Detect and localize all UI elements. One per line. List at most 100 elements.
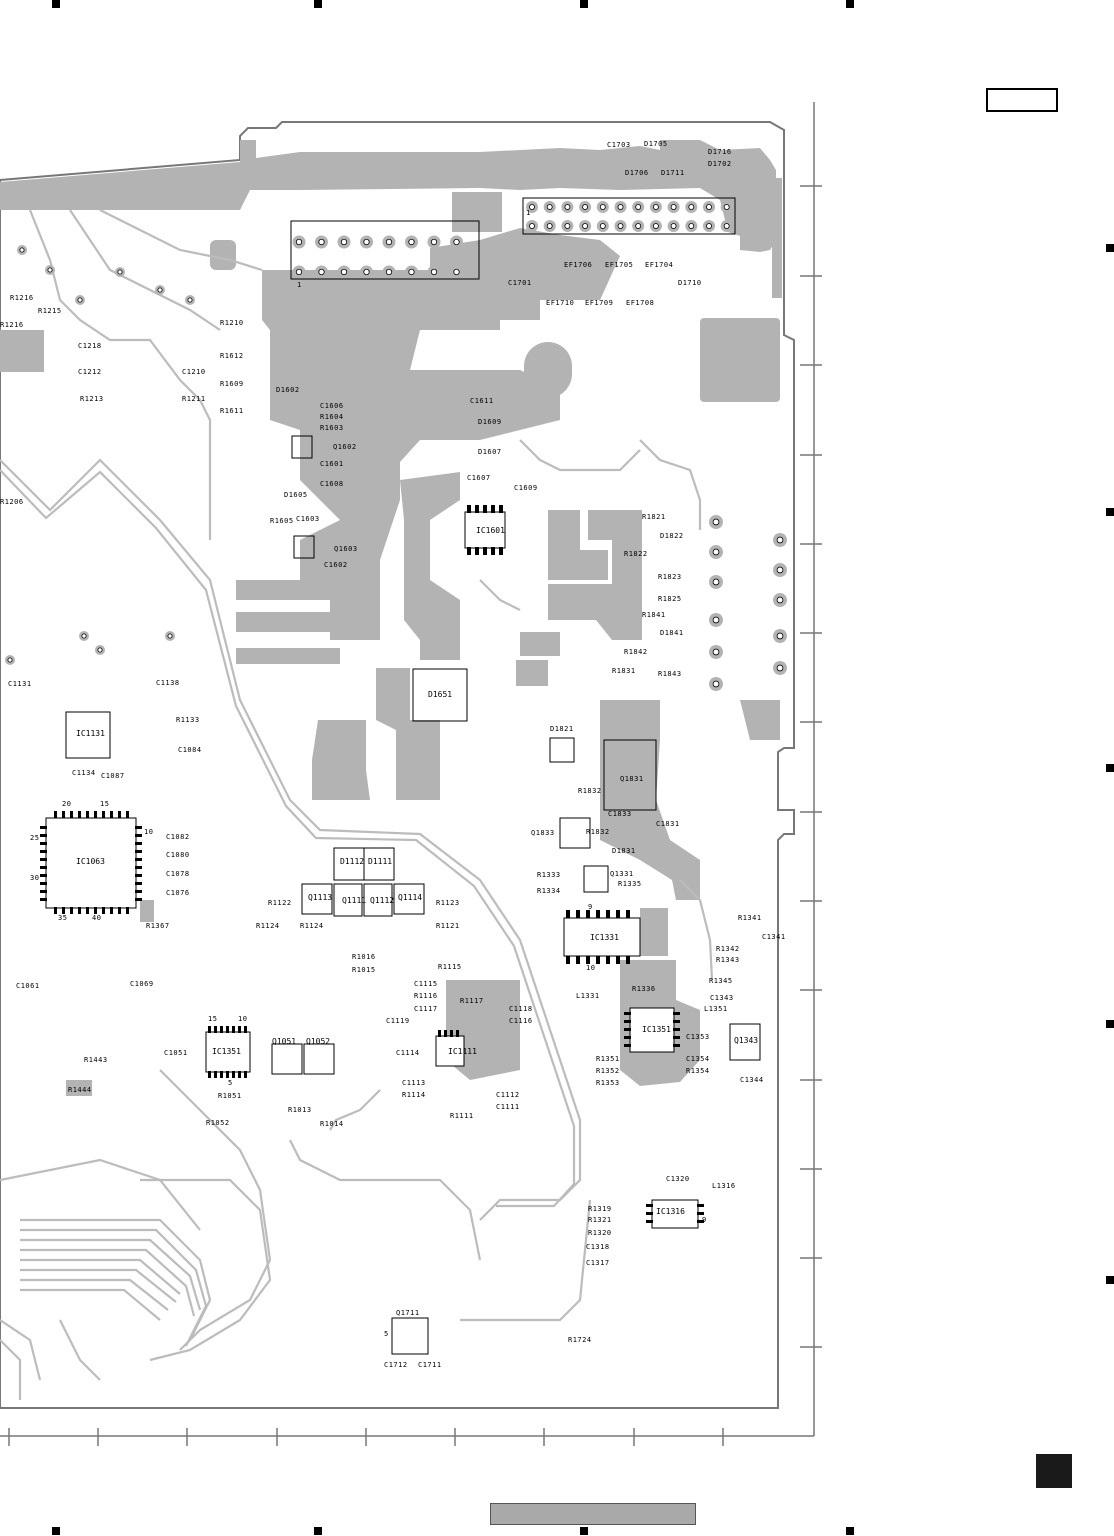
- component-label: R1114: [402, 1091, 426, 1099]
- pad-hole: [712, 548, 720, 556]
- pad-hole: [363, 268, 370, 276]
- pin-number: 30: [30, 874, 39, 882]
- component-label: R1216: [10, 294, 34, 302]
- component-label: C1117: [414, 1005, 438, 1013]
- component-label: C1606: [320, 402, 344, 410]
- component-label: R1832: [586, 828, 610, 836]
- pin-number: 10: [144, 828, 153, 836]
- component-label: D1711: [661, 169, 685, 177]
- component-label: R1843: [658, 670, 682, 678]
- component-label: R1341: [738, 914, 762, 922]
- component-label: R1821: [642, 513, 666, 521]
- component-label: R1117: [460, 997, 484, 1005]
- pad-hole: [408, 238, 415, 246]
- component-label: C1833: [608, 810, 632, 818]
- pad-hole: [430, 268, 438, 276]
- pad-hole: [318, 238, 325, 246]
- pad-hole: [363, 238, 370, 246]
- pin-number: 10: [238, 1015, 247, 1023]
- component-label: C1320: [666, 1175, 690, 1183]
- pad-hole: [385, 268, 393, 276]
- component-label: C1080: [166, 851, 190, 859]
- component-label: D1716: [708, 148, 732, 156]
- component-label: R1014: [320, 1120, 344, 1128]
- component-label: Q1833: [531, 829, 555, 837]
- pad-hole: [617, 204, 624, 210]
- pad-hole: [712, 616, 720, 624]
- connector-cn-top: [290, 197, 736, 280]
- component-label: EF1706: [564, 261, 592, 269]
- pad-hole: [582, 204, 589, 210]
- ic-pins: [40, 505, 704, 1223]
- component-label: R1115: [438, 963, 462, 971]
- component-label: R1213: [80, 395, 104, 403]
- component-label: R1319: [588, 1205, 612, 1213]
- component-label: C1061: [16, 982, 40, 990]
- component-label: C1131: [8, 680, 32, 688]
- pin-number: 1: [526, 209, 531, 217]
- pad-hole: [688, 204, 695, 210]
- ic-packages: [45, 511, 699, 1229]
- pad-hole: [340, 268, 348, 276]
- component-label: R1831: [612, 667, 636, 675]
- component-label: C1831: [656, 820, 680, 828]
- registration-mark: [52, 1527, 60, 1535]
- component-label: R1822: [624, 550, 648, 558]
- component-label: C1134: [72, 769, 96, 777]
- traces: [0, 209, 714, 1362]
- pad-hole: [430, 238, 438, 246]
- pad-hole: [635, 223, 642, 229]
- component-label: D1831: [612, 847, 636, 855]
- ic-label: D1112: [340, 857, 364, 866]
- component-label: R1334: [537, 887, 561, 895]
- pad-hole: [776, 536, 784, 544]
- component-label: R1724: [568, 1336, 592, 1344]
- pin-number: 35: [58, 914, 67, 922]
- ic-label: Q1113: [308, 893, 332, 902]
- component-label: C1344: [740, 1076, 764, 1084]
- component-label: L1331: [576, 992, 600, 1000]
- ic-label: IC1111: [448, 1047, 477, 1056]
- pad-hole: [723, 223, 730, 229]
- ic-label: Q1052: [306, 1037, 330, 1046]
- pad-hole: [295, 268, 303, 276]
- component-label: EF1705: [605, 261, 633, 269]
- component-label: R1444: [68, 1086, 92, 1094]
- pad-hole: [19, 247, 25, 253]
- pad-hole: [117, 269, 123, 275]
- pin-number: 25: [30, 834, 39, 842]
- component-label: Q1603: [334, 545, 358, 553]
- component-label: R1352: [596, 1067, 620, 1075]
- component-label: R1604: [320, 413, 344, 421]
- ic-label: IC1316: [656, 1207, 685, 1216]
- component-label: C1711: [418, 1361, 442, 1369]
- ic-labels: IC1601D1651IC1131IC1063IC1331IC1351IC111…: [76, 526, 758, 1216]
- pad-holes: [5, 201, 787, 691]
- pad-hole: [453, 268, 460, 276]
- pad-hole: [670, 223, 677, 229]
- pad-hole: [546, 204, 553, 210]
- pad-hole: [564, 223, 571, 229]
- pad-hole: [453, 238, 460, 246]
- pad-hole: [776, 566, 784, 574]
- component-label: R1343: [716, 956, 740, 964]
- component-label: D1710: [678, 279, 702, 287]
- component-label: D1605: [284, 491, 308, 499]
- component-label: C1114: [396, 1049, 420, 1057]
- registration-mark: [1106, 1276, 1114, 1284]
- pad-hole: [187, 297, 193, 303]
- component-label: C1343: [710, 994, 734, 1002]
- component-label: R1210: [220, 319, 244, 327]
- pad-hole: [546, 223, 553, 229]
- ic-label: D1111: [368, 857, 392, 866]
- component-label: Q1331: [610, 870, 634, 878]
- pad-hole: [582, 223, 589, 229]
- pin-number: 15: [208, 1015, 217, 1023]
- pin-number: 40: [92, 914, 101, 922]
- component-label: C1112: [496, 1091, 520, 1099]
- pad-hole: [295, 238, 303, 246]
- ic-label: D1651: [428, 690, 452, 699]
- component-label: R1603: [320, 424, 344, 432]
